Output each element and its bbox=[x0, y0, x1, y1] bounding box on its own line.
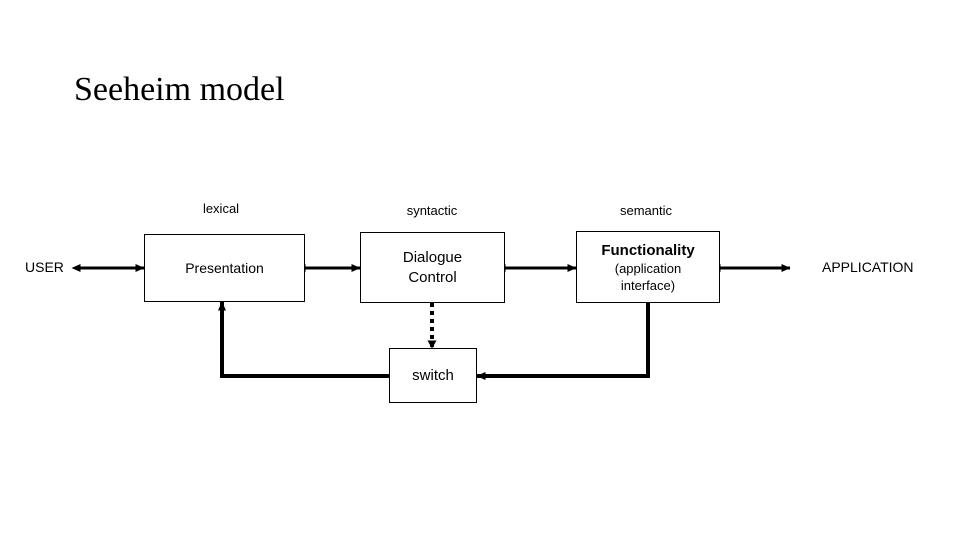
box-functionality[interactable]: Functionality (application interface) bbox=[576, 231, 720, 303]
switch-to-presentation-arrow bbox=[218, 301, 389, 378]
lexical-label: lexical bbox=[202, 201, 240, 216]
functionality-to-switch-arrow bbox=[476, 303, 650, 380]
application-label: APPLICATION bbox=[822, 259, 914, 275]
box-presentation[interactable]: Presentation bbox=[144, 234, 305, 302]
box-dialogue-line2: Control bbox=[408, 268, 457, 286]
box-switch[interactable]: switch bbox=[389, 348, 477, 403]
box-functionality-title: Functionality bbox=[601, 241, 695, 259]
page-title: Seeheim model bbox=[74, 71, 285, 108]
box-dialogue-line1: Dialogue bbox=[402, 248, 463, 266]
box-dialogue-control[interactable]: Dialogue Control bbox=[360, 232, 505, 303]
semantic-label: semantic bbox=[619, 203, 673, 218]
user-label: USER bbox=[25, 259, 64, 275]
syntactic-label: syntactic bbox=[406, 203, 458, 218]
box-functionality-subtitle-line2: interface) bbox=[620, 277, 676, 293]
box-presentation-label: Presentation bbox=[185, 260, 264, 276]
box-functionality-subtitle-line1: (application bbox=[614, 260, 682, 276]
box-switch-label: switch bbox=[412, 367, 454, 384]
